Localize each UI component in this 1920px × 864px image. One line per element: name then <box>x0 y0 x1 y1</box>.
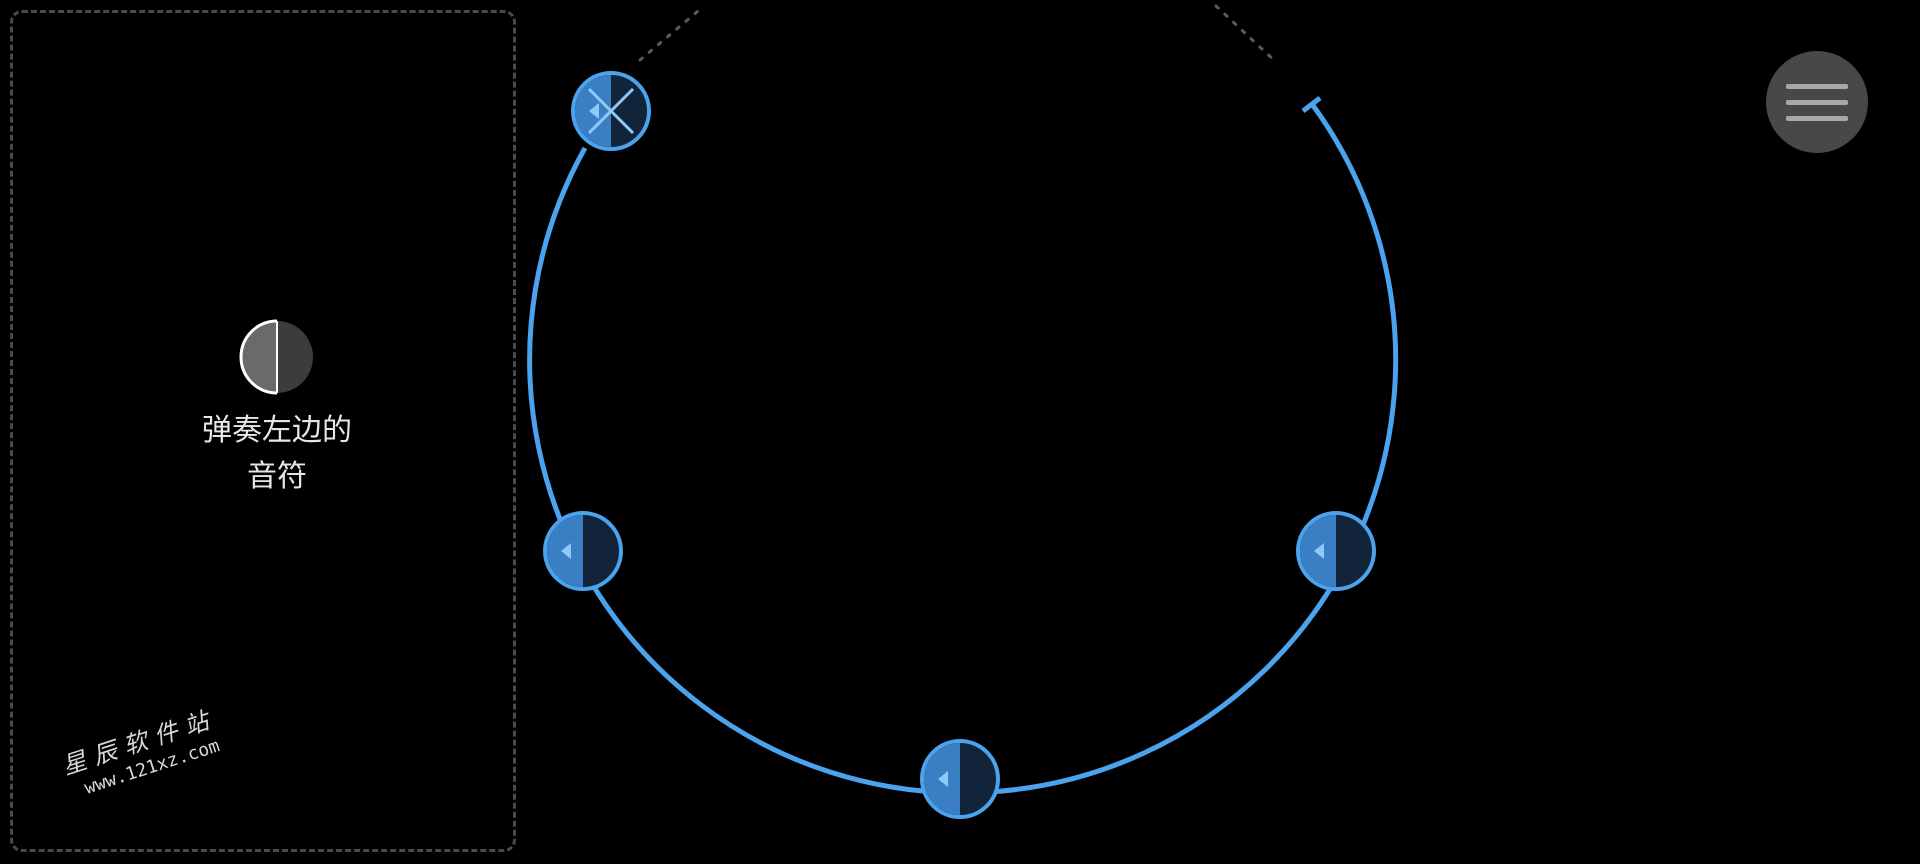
note-missed <box>571 71 651 151</box>
menu-button[interactable] <box>1766 51 1868 153</box>
trail-left <box>638 4 706 62</box>
half-circle-note-icon <box>239 319 313 395</box>
left-tap-zone[interactable]: 弹奏左边的 音符 星辰软件站 www.121xz.com <box>10 10 516 852</box>
note-bottom <box>920 739 1000 819</box>
note-right-lower <box>1296 511 1376 591</box>
ring-end-tick <box>1301 96 1322 113</box>
hint-line-1: 弹奏左边的 <box>202 413 352 448</box>
trail-right <box>1214 4 1278 64</box>
ring-arc <box>527 102 1399 796</box>
note-left-lower <box>543 511 623 591</box>
x-mark-icon <box>587 87 635 135</box>
hint-label: 弹奏左边的 音符 <box>163 408 391 500</box>
hint-line-2: 音符 <box>247 459 307 494</box>
